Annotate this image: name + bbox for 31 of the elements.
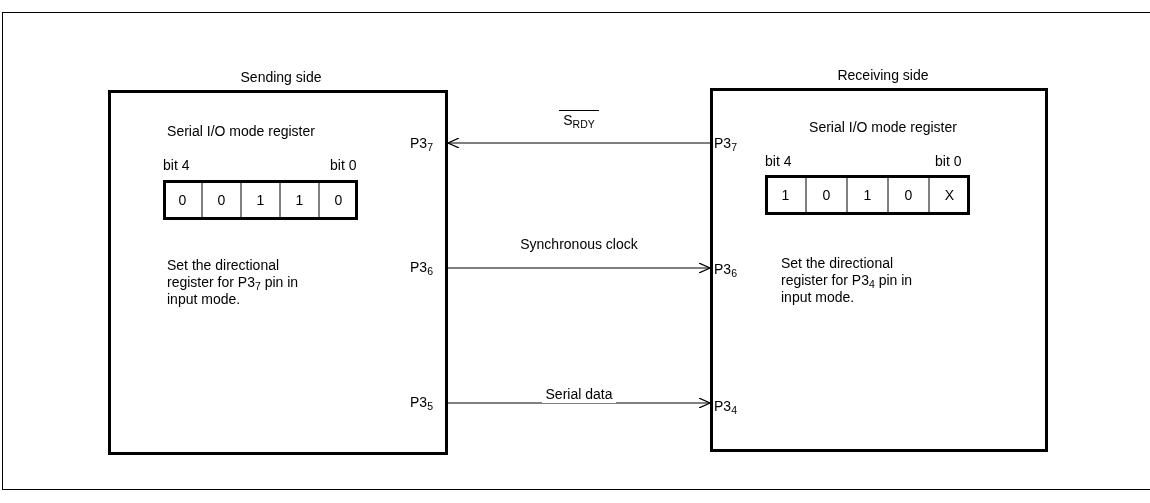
bit-value: 1 [862, 185, 873, 205]
pin-label: P3$_{7}$ [410, 134, 433, 152]
edge-label: S$_{RDY}$ [559, 110, 599, 129]
pin-label: P3$_{6}$ [714, 260, 737, 278]
pin-label: P3$_{6}$ [410, 258, 433, 276]
bit-label: bit 4 [163, 156, 190, 174]
edge-label: Serial data [541, 385, 617, 403]
pin-label: P3$_{5}$ [410, 393, 433, 411]
bit-value: 0 [177, 190, 188, 210]
bit-value: 1 [294, 190, 305, 210]
register-title: Serial I/O mode register [808, 118, 958, 137]
box-heading: Receiving side [836, 66, 930, 85]
bit-value: 0 [821, 185, 832, 205]
bit-label: bit 4 [765, 152, 792, 170]
register-title: Serial I/O mode register [166, 122, 316, 141]
bit-label: bit 0 [935, 152, 962, 170]
bit-value: X [943, 185, 956, 205]
pin-label: P3$_{7}$ [714, 134, 737, 152]
signal-arrow [447, 262, 711, 274]
bit-value: 0 [216, 190, 227, 210]
bit-label: bit 0 [330, 156, 357, 174]
box-heading: Sending side [239, 68, 323, 87]
bit-value: 1 [255, 190, 266, 210]
signal-arrow [447, 137, 711, 149]
signal-arrow [447, 397, 711, 409]
note-text: Set the directional register for P3$_{7}$ pin in input mode. [167, 257, 300, 308]
bit-value: 0 [333, 190, 344, 210]
bit-value: 1 [780, 185, 791, 205]
bit-value: 0 [903, 185, 914, 205]
pin-label: P3$_{4}$ [714, 397, 737, 415]
note-text: Set the directional register for P3$_{4}$ pin in input mode. [781, 255, 914, 306]
